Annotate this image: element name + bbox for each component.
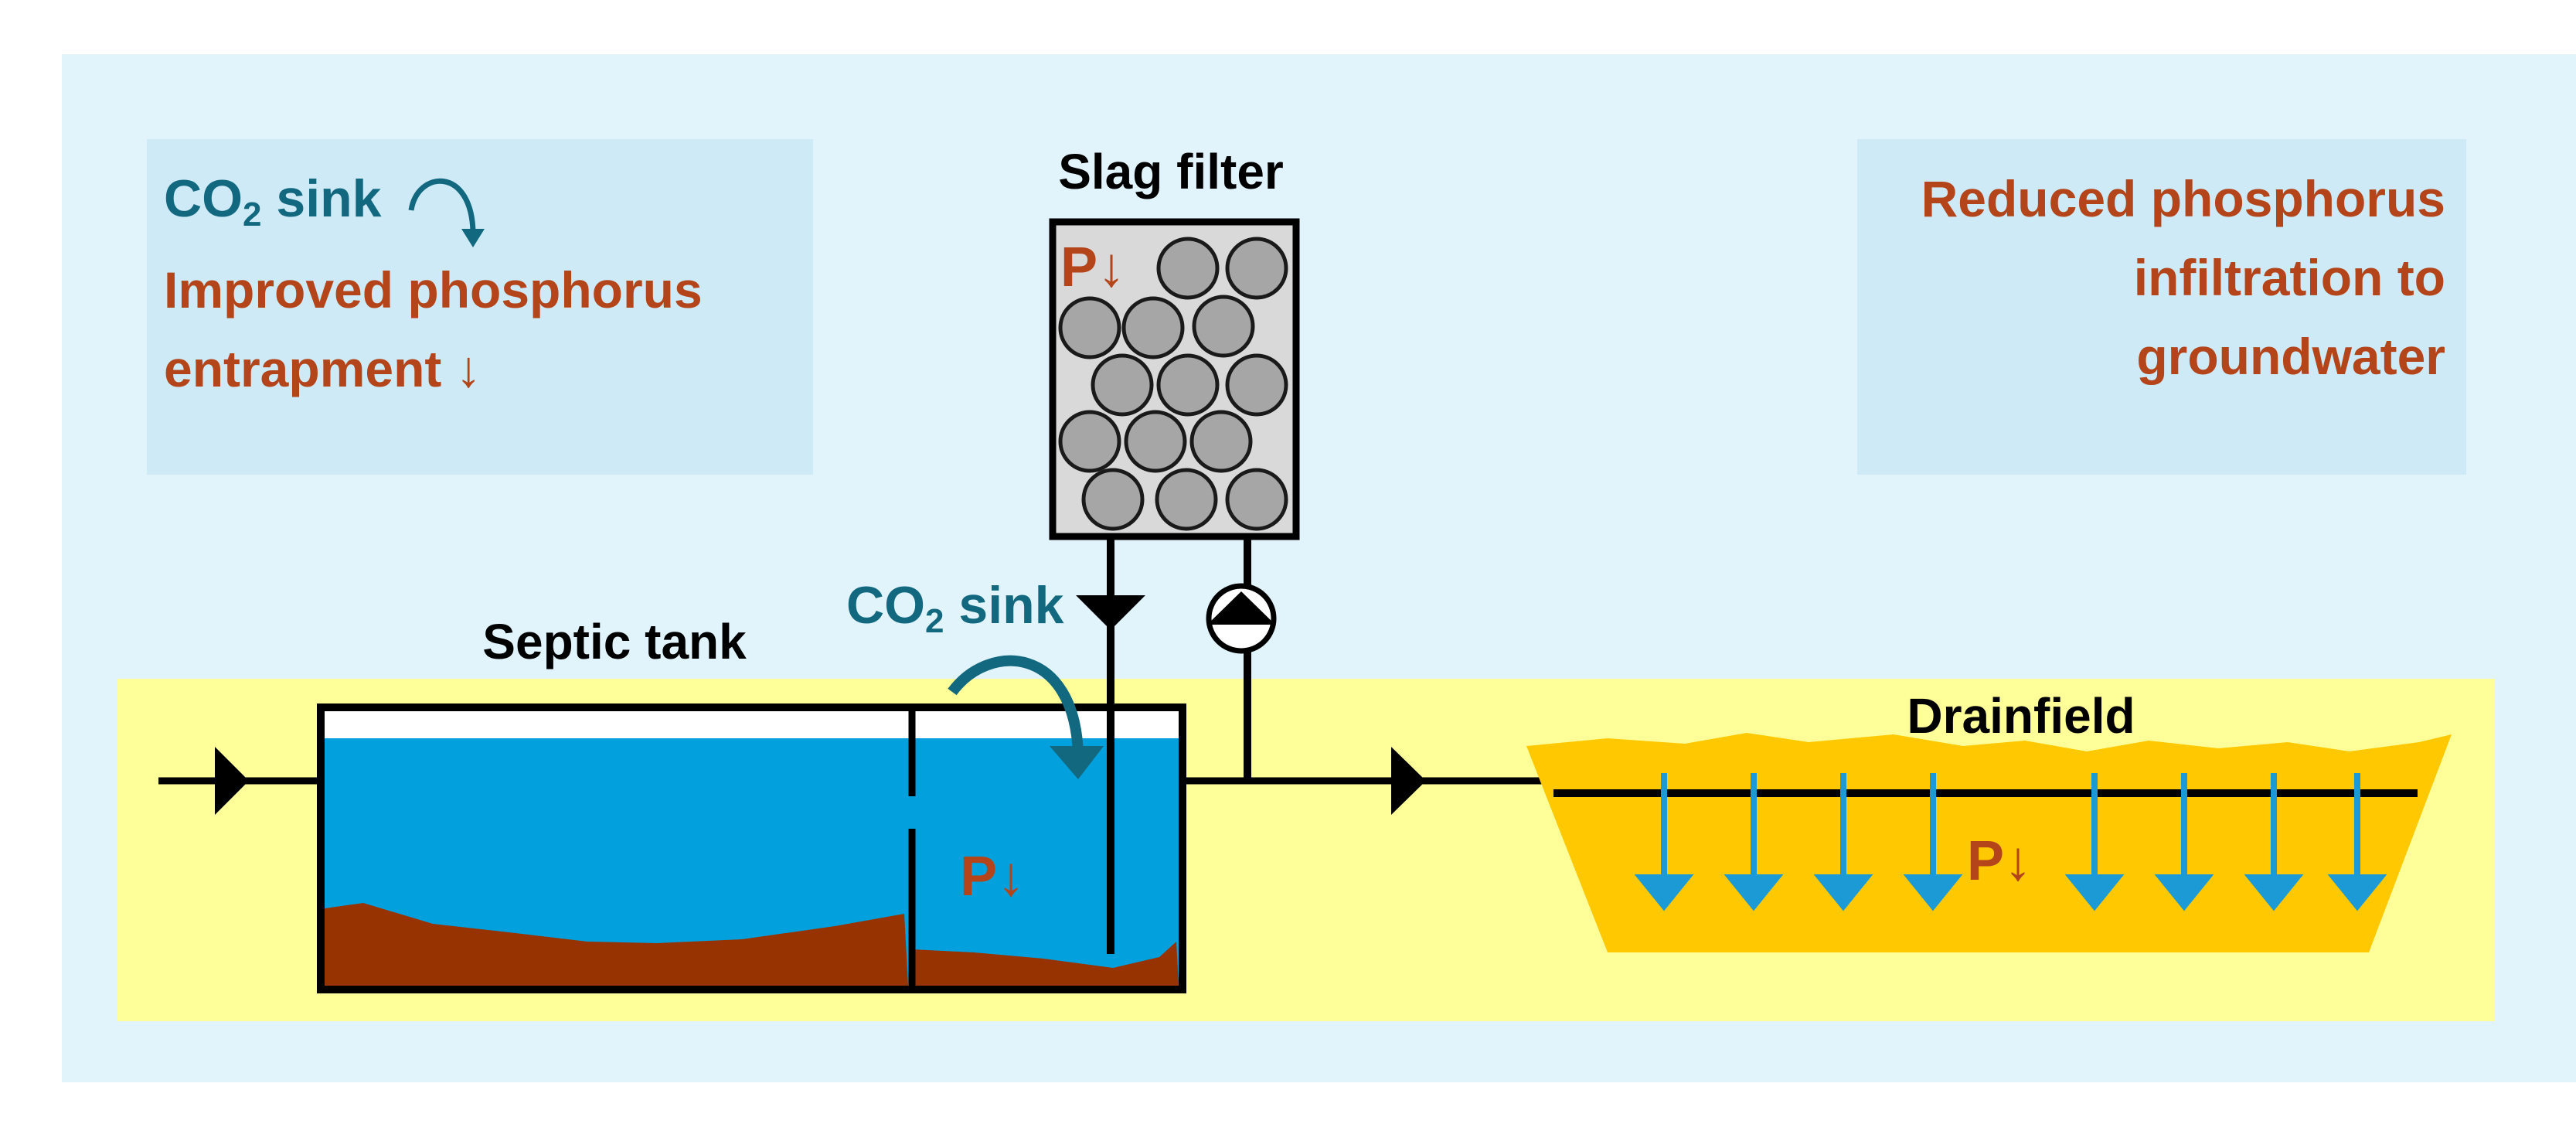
slag-pebble: [1192, 295, 1255, 358]
slag-pebble: [1156, 237, 1220, 300]
co2-curved-arrowhead-icon: [461, 229, 485, 247]
slag-pebble: [1091, 353, 1154, 417]
infiltration-arrow-icon: [2064, 773, 2125, 911]
infiltration-arrow-icon: [1813, 773, 1873, 911]
septic-tank: Septic tank P↓: [317, 614, 1186, 993]
infiltration-arrow-icon: [2244, 773, 2304, 911]
slag-pebble: [1189, 410, 1253, 473]
slag-filter: Slag filter P↓: [1049, 144, 1300, 540]
slag-filter-title: Slag filter: [1058, 144, 1284, 199]
infiltration-arrow-icon: [1903, 773, 1963, 911]
drainfield-title: Drainfield: [1907, 688, 2135, 744]
slag-pebble: [1155, 468, 1218, 531]
co2-sink-curved-arrow-icon: [948, 655, 1084, 755]
top-right-info-box: Reduced phosphorus infiltration to groun…: [1857, 139, 2466, 475]
co2-sink-label: CO2 sink: [164, 169, 382, 233]
infiltration-arrow-icon: [2327, 773, 2387, 911]
improved-phosphorus-line: Improved phosphorus: [164, 261, 703, 319]
slag-pebble: [1225, 468, 1288, 531]
inlet-flow-arrow-icon: [215, 747, 249, 815]
entrapment-line: entrapment ↓: [164, 340, 482, 397]
slag-pebble: [1156, 353, 1220, 417]
infiltration-line: infiltration to: [2134, 249, 2445, 306]
outlet-flow-arrow-icon: [1391, 747, 1426, 815]
slag-pebble: [1058, 296, 1121, 359]
pump-icon: [1206, 583, 1277, 654]
top-left-info-box: CO2 sink Improved phosphorus entrapment …: [147, 139, 813, 475]
infiltration-arrow-icon: [1634, 773, 1694, 911]
tank-sludge-right: [912, 942, 1179, 986]
septic-tank-title: Septic tank: [482, 614, 747, 669]
co2-sink-middle-label: CO2 sink: [846, 576, 1064, 640]
groundwater-line: groundwater: [2136, 328, 2445, 385]
drainfield: Drainfield P↓: [1526, 688, 2452, 952]
slag-pebble: [1225, 353, 1288, 417]
downflow-arrow-icon: [1076, 595, 1145, 630]
slag-pebble: [1225, 237, 1288, 300]
slag-phosphorus-marker: P↓: [1060, 237, 1125, 298]
slag-pebble: [1121, 296, 1185, 359]
co2-curved-arrow-icon: [408, 178, 476, 233]
tank-sludge-left: [325, 903, 908, 986]
reduced-phosphorus-line: Reduced phosphorus: [1921, 170, 2445, 227]
slag-pebble: [1081, 468, 1145, 531]
co2-sink-arrowhead-icon: [1050, 746, 1104, 779]
slag-pebble: [1124, 410, 1187, 473]
infiltration-arrow-icon: [2154, 773, 2214, 911]
slag-pebbles: [1058, 237, 1288, 531]
infiltration-arrows: [1634, 773, 2387, 911]
slag-pebble: [1058, 410, 1121, 473]
tank-phosphorus-marker: P↓: [960, 846, 1025, 908]
infiltration-arrow-icon: [1724, 773, 1784, 911]
drainfield-phosphorus-marker: P↓: [1967, 830, 2032, 892]
